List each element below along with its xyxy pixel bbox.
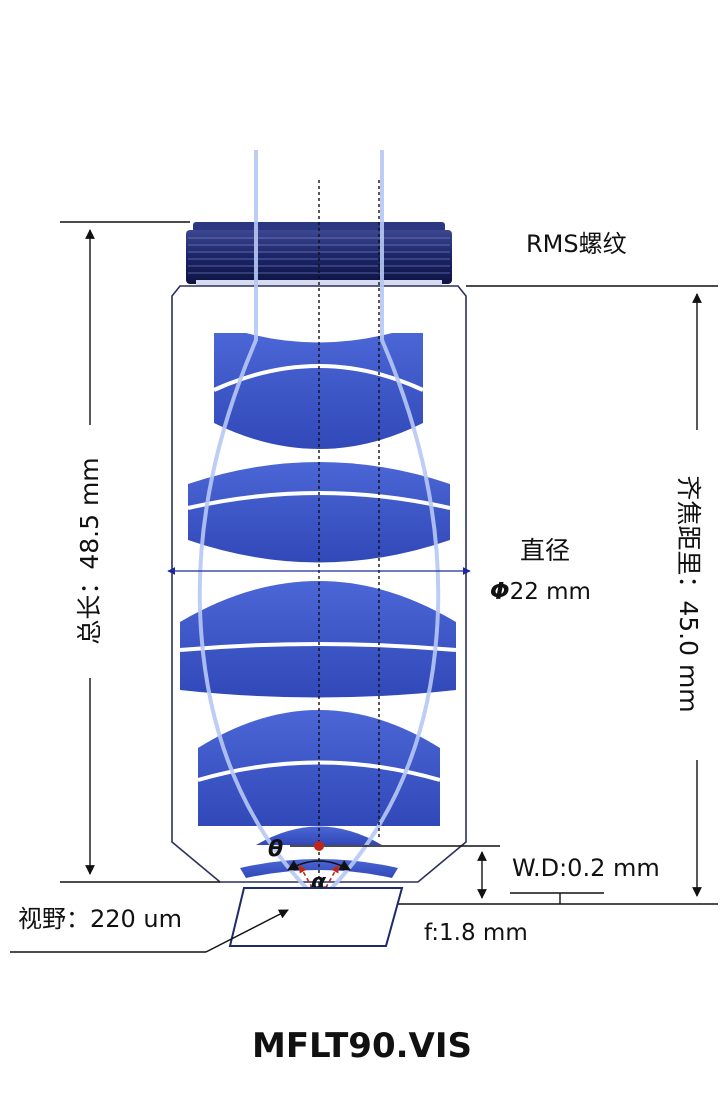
diameter-label: Φ22 mm bbox=[490, 579, 591, 605]
total-length-label: 总长：48.5 mm bbox=[75, 457, 104, 644]
cone-angle-arc bbox=[287, 860, 351, 871]
focal-length-label: f:1.8 mm bbox=[424, 920, 528, 946]
parfocal-dimension bbox=[396, 285, 718, 905]
sample-plane bbox=[228, 887, 404, 947]
wd-label: W.D:0.2 mm bbox=[512, 854, 660, 882]
diameter-title: 直径 bbox=[520, 536, 570, 565]
optical-rays bbox=[197, 150, 441, 902]
diameter-value: 22 mm bbox=[510, 579, 591, 605]
parfocal-label: 齐焦距里：45.0 mm bbox=[674, 475, 703, 712]
working-distance-dimension bbox=[420, 845, 604, 904]
fov-label: 视野：220 um bbox=[18, 905, 182, 933]
total-length-dimension bbox=[60, 221, 220, 883]
model-name: MFLT90.VIS bbox=[252, 1026, 472, 1066]
focal-point bbox=[314, 841, 324, 851]
thread-label: RMS螺纹 bbox=[526, 230, 627, 258]
theta-symbol: θ bbox=[268, 837, 283, 862]
fov-leader bbox=[10, 909, 289, 953]
phi-symbol: Φ bbox=[490, 579, 510, 605]
